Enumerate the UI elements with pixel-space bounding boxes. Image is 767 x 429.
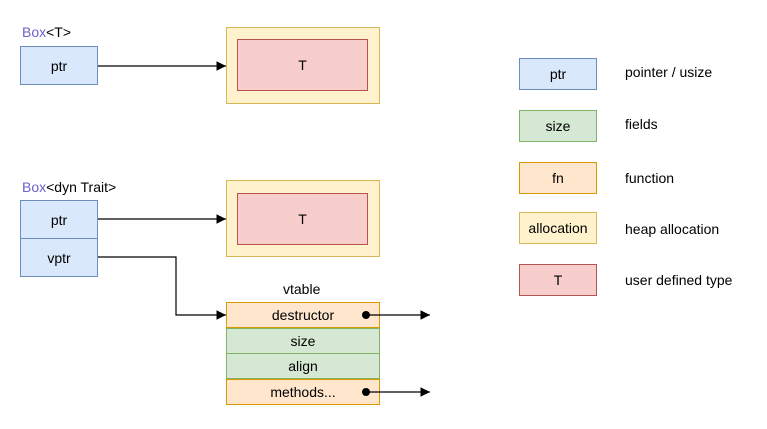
vtable-row-methods: methods... [226,379,380,405]
legend-desc-ptr: pointer / usize [625,64,713,80]
box-dyn-target-label: T [298,211,307,227]
legend-swatch-size-label: size [545,118,571,134]
vtable-row-size-label: size [290,333,316,349]
legend-swatch-allocation-label: allocation [528,220,588,236]
box-dyn-vptr-arrow [98,256,226,320]
box-dyn-target-type: T [237,193,368,245]
legend-desc-user-type: user defined type [625,272,733,288]
box-t-title-prefix: Box [22,24,47,40]
box-t-ptr-label: ptr [50,57,68,74]
box-t-title-suffix: <T> [46,24,72,40]
box-t-title: Box<T> [22,24,71,40]
legend-swatch-allocation: allocation [519,212,597,244]
box-dyn-vptr-field: vptr [20,238,98,277]
vtable-row-size: size [226,328,380,354]
box-dyn-title-suffix: <dyn Trait> [46,179,117,195]
legend-desc-size: fields [625,116,658,132]
vtable-row-align-label: align [288,358,318,374]
legend-swatch-fn-label: fn [552,170,564,186]
vtable-row-methods-label: methods... [270,384,336,400]
legend-swatch-size: size [519,110,597,142]
legend-swatch-ptr: ptr [519,58,597,90]
legend-swatch-fn: fn [519,162,597,194]
box-dyn-title-prefix: Box [22,179,47,195]
box-dyn-ptr-field: ptr [20,200,98,239]
legend-swatch-ptr-label: ptr [549,66,567,82]
box-dyn-ptr-label: ptr [50,211,68,228]
box-t-target-type: T [237,39,368,91]
box-dyn-title: Box<dyn Trait> [22,179,116,195]
vtable-row-align: align [226,353,380,379]
legend-desc-fn: function [625,170,675,186]
box-t-target-label: T [298,57,307,73]
box-t-ptr-field: ptr [20,46,98,85]
legend-desc-allocation: heap allocation [625,221,720,237]
box-dyn-vptr-label: vptr [47,249,71,266]
vtable-row-destructor: destructor [226,302,380,328]
legend-swatch-user-type-label: T [553,272,563,288]
vtable-title: vtable [283,281,321,297]
legend-swatch-user-type: T [519,264,597,296]
vtable-row-destructor-label: destructor [271,307,335,323]
